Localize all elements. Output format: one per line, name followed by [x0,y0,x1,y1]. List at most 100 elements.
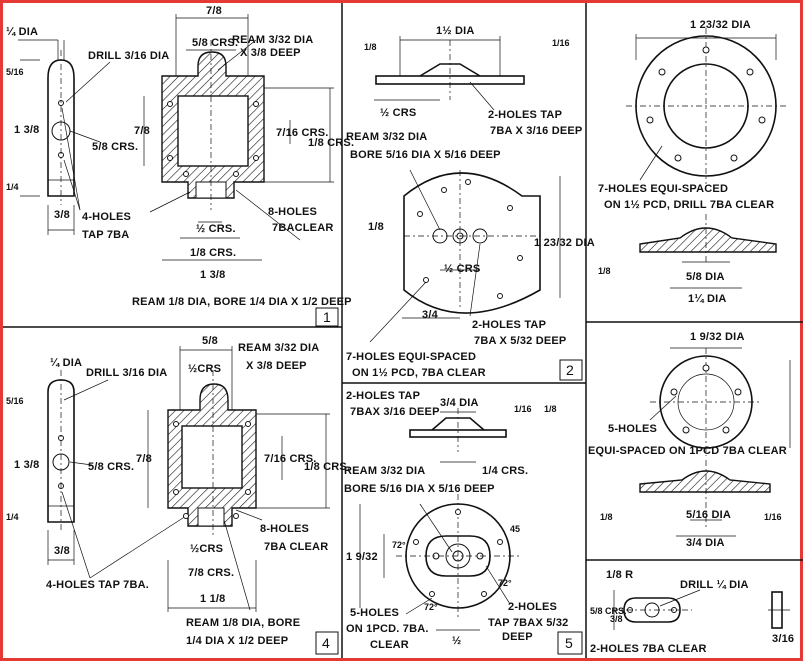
p4-drill-label: DRILL 3/16 DIA [86,367,167,379]
p1-crs-1-8-v: 1/8 CRS. [308,137,354,149]
p5-tap-deep: 7BAX 3/16 DEEP [350,406,440,418]
p6-holes5: 5-HOLES [608,423,657,435]
p1-ream-bore: REAM 1/8 DIA, BORE 1/4 DIA X 1/2 DEEP [132,296,352,308]
flange-plan-view-6 [649,347,791,456]
p7-crs: 5/8 CRS. [590,606,627,616]
p5-pcd: ON 1PCD. 7BA. [346,623,429,635]
p1-half-crs: ½ CRS. [196,223,236,235]
p6-pcd: EQUI-SPACED ON 1PCD 7BA CLEAR [588,445,787,457]
p4-h-1-3-8: 1 3/8 [14,459,39,471]
p3-v-1-8: 1/8 [598,266,611,276]
p1-v-5-16: 5/16 [6,67,24,77]
p5-dia-3-4: 3/4 DIA [440,397,479,409]
p5-v-1-8: 1/8 [544,404,557,414]
panel-1: ¼ DIA DRILL 3/16 DIA 5/16 1/4 1 3/8 5/8 … [6,5,354,327]
p4-holes4-label: 4-HOLES TAP 7BA. [46,579,149,591]
p1-holes4-label: 4-HOLES [82,211,131,223]
p2-ream: REAM 3/32 DIA [346,131,427,143]
p2-half-crs: ½ CRS [380,107,416,119]
p2-bore: BORE 5/16 DIA X 5/16 DEEP [350,149,501,161]
p5-a72c: 72° [424,602,438,612]
p4-w-1-1-8: 1 1/8 [200,593,225,605]
p4-v-1-4: 1/4 [6,512,19,522]
p1-ream-label: REAM 3/32 DIA [232,34,313,46]
p4-ream-label: REAM 3/32 DIA [238,342,319,354]
p5-v-1-16: 1/16 [514,404,532,414]
flange-plan-view-3 [626,28,786,184]
panel-2: 1½ DIA 1/8 1/16 ½ CRS 2-HOLES TAP 7BA X … [346,25,595,381]
p1-ream-deep: X 3/8 DEEP [240,47,301,59]
p4-dia-quarter: ¼ DIA [50,357,82,369]
flange-plan-view-5 [359,494,520,631]
p2-number: 2 [566,362,574,378]
bracket-side-view [18,39,111,235]
flange-side-view-3 [639,214,777,289]
p5-half: ½ [452,635,461,647]
p4-crs-7-8: 7/8 CRS. [188,567,234,579]
p5-a72b: 72° [498,578,512,588]
p1-clear-label: 7BACLEAR [272,222,334,234]
p3-dia-1-4: 1¼ DIA [688,293,727,305]
flange-side-view-2 [374,36,525,111]
p4-half-crs-b: ½CRS [190,543,223,555]
p2-number-box [559,359,583,381]
p4-half-crs: ½CRS [188,363,221,375]
p2-holes7: 7-HOLES EQUI-SPACED [346,351,476,363]
flange-side-view-6 [639,460,771,537]
p4-bore-deep: 1/4 DIA X 1/2 DEEP [186,635,288,647]
p5-dia-1-9-32: 1 9/32 [346,551,378,563]
p4-v-5-16: 5/16 [6,396,24,406]
p7-v-3-16: 3/16 [772,633,794,645]
p2-top-dia: 1½ DIA [436,25,475,37]
p1-w-3-8: 3/8 [54,209,70,221]
link-side-view-7 [768,591,790,629]
body-section-view [143,14,334,261]
p1-number-box [315,307,339,327]
p1-crs-5-8: 5/8 CRS. [92,141,138,153]
p2-v-1-8: 1/8 [364,42,377,52]
p2-tap-deep: 7BA X 3/16 DEEP [490,125,582,137]
p1-holes8-label: 8-HOLES [268,206,317,218]
p5-holes2-tap: 2-HOLES TAP [346,390,420,402]
panel-3: 1 23/32 DIA 7-HOLES EQUI-SPACED ON 1½ PC… [598,19,786,305]
panel-5: 2-HOLES TAP 7BAX 3/16 DEEP 3/4 DIA 1/16 … [344,390,583,655]
p3-top-dia: 1 23/32 DIA [690,19,751,31]
p6-dia-3-4: 3/4 DIA [686,537,725,549]
panel-4: ¼ DIA DRILL 3/16 DIA 5/16 1/4 1 3/8 5/8 … [6,335,350,655]
p4-number-box [315,631,339,655]
panel-7: 1/8 R DRILL ¼ DIA 5/8 CRS. 3/8 2-HOLES 7… [590,569,794,655]
p1-tap-label: TAP 7BA [82,229,129,241]
p2-crs-half: ½ CRS [444,263,480,275]
p5-number-box [557,631,583,655]
p4-ream-deep: X 3/8 DEEP [246,360,307,372]
p5-ream: REAM 3/32 DIA [344,465,425,477]
panel-dividers [3,3,803,658]
p2-holes2-tap: 2-HOLES TAP [488,109,562,121]
p4-number: 4 [322,635,330,651]
p7-v-3-8: 3/8 [610,614,623,624]
p4-holes8-label: 8-HOLES [260,523,309,535]
p6-v-1-8: 1/8 [600,512,613,522]
p3-pcd: ON 1½ PCD, DRILL 7BA CLEAR [604,199,774,211]
p4-ream-bore: REAM 1/8 DIA, BORE [186,617,300,629]
p4-h-7-8: 7/8 [136,453,152,465]
p2-v-3-8: 1/8 [368,221,384,233]
p1-top-width: 7/8 [206,5,222,17]
p1-w-1-3-8: 1 3/8 [200,269,225,281]
p5-number: 5 [565,635,573,651]
p5-clear: CLEAR [370,639,409,651]
p4-w-3-8: 3/8 [54,545,70,557]
p5-tap-deep-b: TAP 7BAX 5/32 [488,617,568,629]
p5-a45: 45 [510,524,520,534]
p7-drill: DRILL ¼ DIA [680,579,749,591]
p5-crs-1-4: 1/4 CRS. [482,465,528,477]
p1-number: 1 [323,309,331,325]
bracket-side-view-4 [47,370,109,579]
p1-crs-1-8: 1/8 CRS. [190,247,236,259]
body-section-view-4 [89,346,330,612]
p5-holes2-b: 2-HOLES [508,601,557,613]
p2-pcd: ON 1½ PCD, 7BA CLEAR [352,367,486,379]
panel-6: 1 9/32 DIA 5-HOLES EQUI-SPACED ON 1PCD 7… [588,331,791,549]
